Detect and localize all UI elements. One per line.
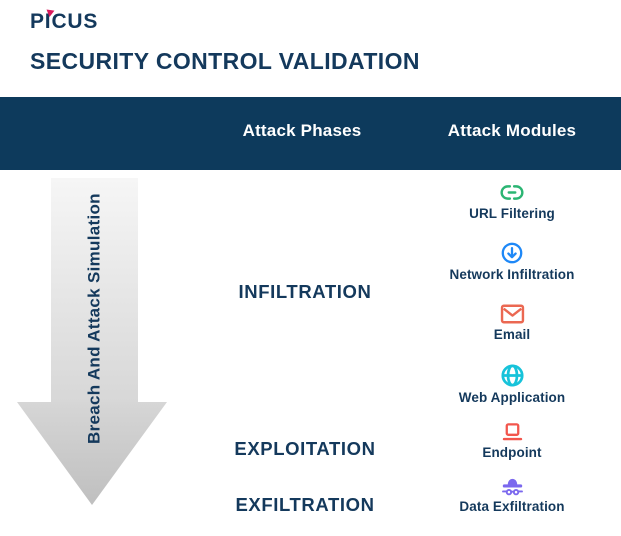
link-icon bbox=[500, 185, 524, 200]
module-data-exfiltration: Data Exfiltration bbox=[412, 476, 612, 514]
envelope-icon bbox=[500, 304, 524, 324]
module-url-filtering: URL Filtering bbox=[412, 181, 612, 221]
module-label: Data Exfiltration bbox=[459, 499, 565, 514]
breach-attack-simulation-arrow: Breach And Attack Simulation bbox=[17, 178, 167, 505]
arrow-label: Breach And Attack Simulation bbox=[84, 193, 104, 444]
phase-infiltration: INFILTRATION bbox=[238, 281, 372, 302]
picus-logo-text: PICUS bbox=[30, 10, 99, 33]
module-label: Endpoint bbox=[482, 445, 542, 460]
arrow-down-circle-icon bbox=[501, 242, 523, 264]
module-web-application: Web Application bbox=[412, 363, 612, 405]
page-title: SECURITY CONTROL VALIDATION bbox=[30, 48, 420, 74]
module-label: Web Application bbox=[458, 390, 566, 405]
globe-icon bbox=[500, 364, 524, 387]
picus-logo-accent-mark bbox=[45, 9, 55, 18]
module-label: Email bbox=[493, 327, 531, 342]
phase-exploitation: EXPLOITATION bbox=[234, 438, 376, 459]
column-header-attack-phases: Attack Phases bbox=[242, 121, 362, 140]
spy-icon bbox=[501, 478, 523, 496]
laptop-icon bbox=[502, 423, 522, 441]
module-network-infiltration: Network Infiltration bbox=[412, 241, 612, 282]
phase-exfiltration: EXFILTRATION bbox=[235, 494, 375, 515]
module-endpoint: Endpoint bbox=[412, 422, 612, 460]
module-email: Email bbox=[412, 303, 612, 342]
column-header-attack-modules: Attack Modules bbox=[447, 121, 577, 140]
table-header-band: Attack Phases Attack Modules bbox=[0, 97, 621, 170]
module-label: URL Filtering bbox=[469, 206, 555, 221]
module-label: Network Infiltration bbox=[449, 267, 575, 282]
picus-logo: PICUS bbox=[30, 9, 99, 34]
arrow-shaft bbox=[51, 178, 138, 402]
